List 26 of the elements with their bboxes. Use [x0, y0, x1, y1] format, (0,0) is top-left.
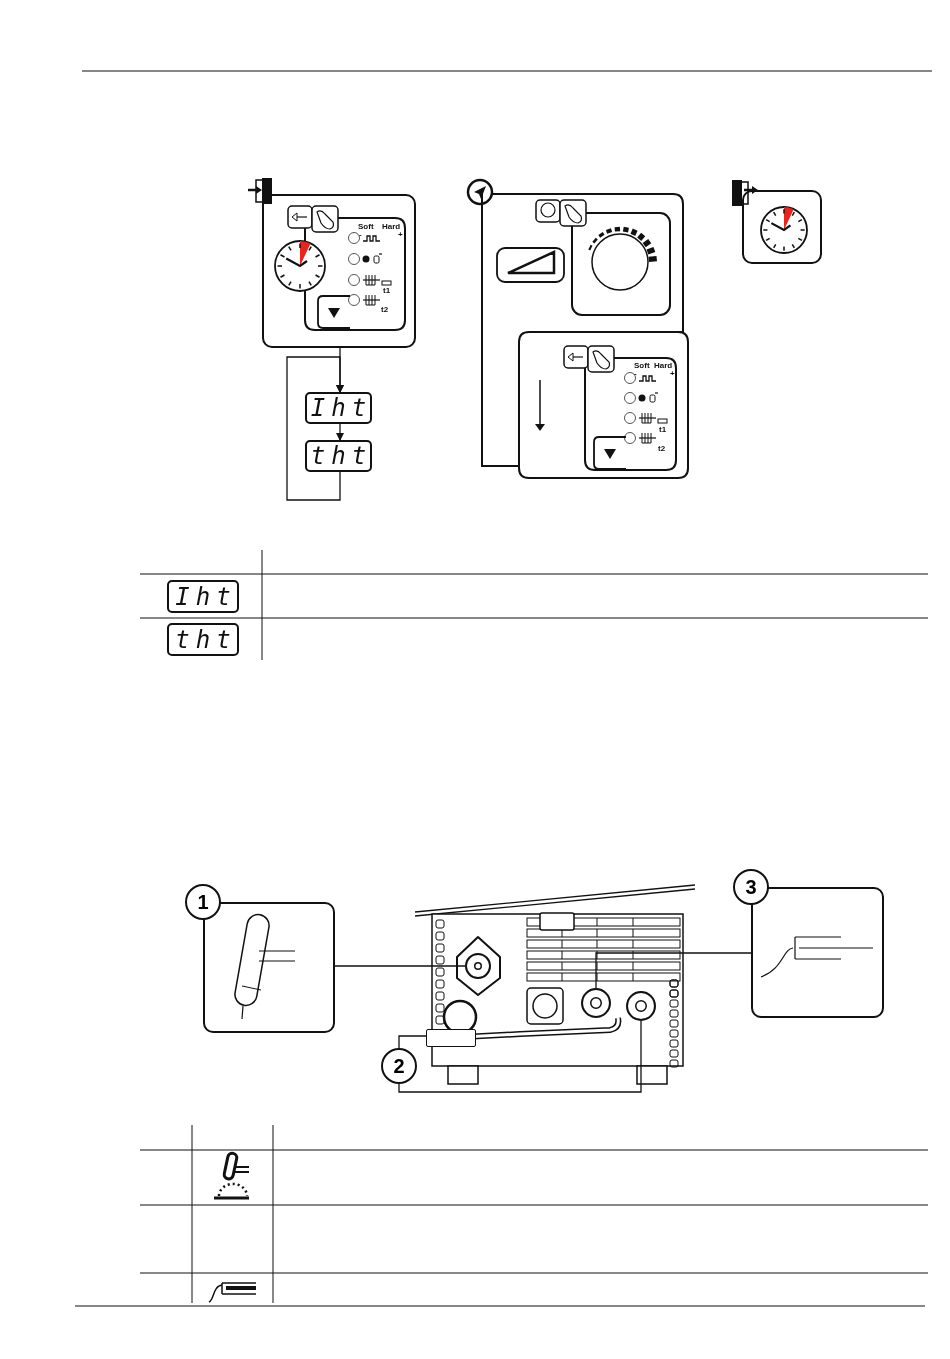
arrow [398, 1035, 427, 1049]
display-readout: Iht [305, 392, 372, 424]
plus-label: + [398, 230, 403, 239]
callout-number: 3 [733, 869, 769, 905]
hard-label: Hard [382, 222, 401, 231]
display-readout: Iht [167, 580, 239, 613]
minus-label: - [359, 230, 362, 239]
time-label: t2 [381, 305, 389, 314]
time-label: t1 [659, 425, 667, 434]
arrow [336, 423, 344, 441]
cable-plug [426, 1029, 476, 1047]
display-readout: tht [305, 440, 372, 472]
time-label: t2 [658, 444, 666, 453]
settings-panel [480, 190, 690, 480]
minus-label: - [634, 369, 637, 378]
soft-label: Soft [634, 361, 650, 370]
callout-number: 2 [381, 1048, 417, 1084]
settings-panel [262, 194, 416, 348]
timer-panel [742, 190, 822, 264]
time-label: t1 [383, 286, 391, 295]
arrow [286, 356, 344, 501]
plus-label: + [670, 369, 675, 378]
display-readout: tht [167, 623, 239, 656]
callout-number: 1 [185, 884, 221, 920]
soft-label: Soft [358, 222, 374, 231]
hard-label: Hard [654, 361, 673, 370]
